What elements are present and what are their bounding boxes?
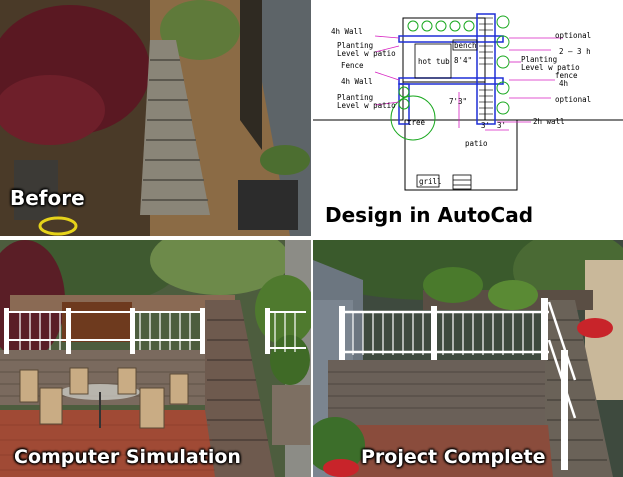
planting-left-1-label: Planting	[337, 41, 373, 50]
wall-4h-mid-label: 4h Wall	[341, 77, 373, 86]
level-left-2-label: Level w patio	[337, 101, 396, 110]
complete-photo: Project Complete	[313, 240, 623, 477]
dimension-7-3-label: 7'3"	[449, 97, 467, 106]
height-4h-label: 4h	[559, 79, 568, 88]
grill-label: grill	[419, 177, 442, 186]
level-left-1-label: Level w patio	[337, 49, 396, 58]
dimension-3b-label: 3'	[497, 121, 506, 130]
planting-right-label: Planting	[521, 55, 557, 64]
simulation-render: Computer Simulation	[0, 240, 311, 477]
optional-bottom-label: optional	[555, 95, 591, 104]
tree-label: tree	[407, 118, 426, 127]
design-caption: Design in AutoCad	[325, 203, 534, 227]
before-photo: Before	[0, 0, 311, 236]
bench-label: bench	[454, 41, 477, 50]
planting-left-2-label: Planting	[337, 93, 373, 102]
simulation-caption: Computer Simulation	[14, 446, 241, 468]
dimension-3a-label: 3'	[481, 121, 490, 130]
fence-left-label: Fence	[341, 61, 364, 70]
before-caption: Before	[10, 186, 85, 210]
level-right-label: Level w patio	[521, 63, 580, 72]
optional-top-label: optional	[555, 31, 591, 40]
wall-2h-label: 2h wall	[533, 117, 565, 126]
height-2-3h-label: 2 – 3 h	[559, 47, 591, 56]
complete-caption: Project Complete	[361, 446, 546, 468]
autocad-design: hot tub bench 8'4"	[313, 0, 623, 236]
dimension-8-4-label: 8'4"	[454, 56, 472, 65]
fence-right-label: fence	[555, 71, 578, 80]
wall-4h-top-label: 4h Wall	[331, 27, 363, 36]
patio-label: patio	[465, 139, 488, 148]
hot-tub-label: hot tub	[418, 57, 450, 66]
